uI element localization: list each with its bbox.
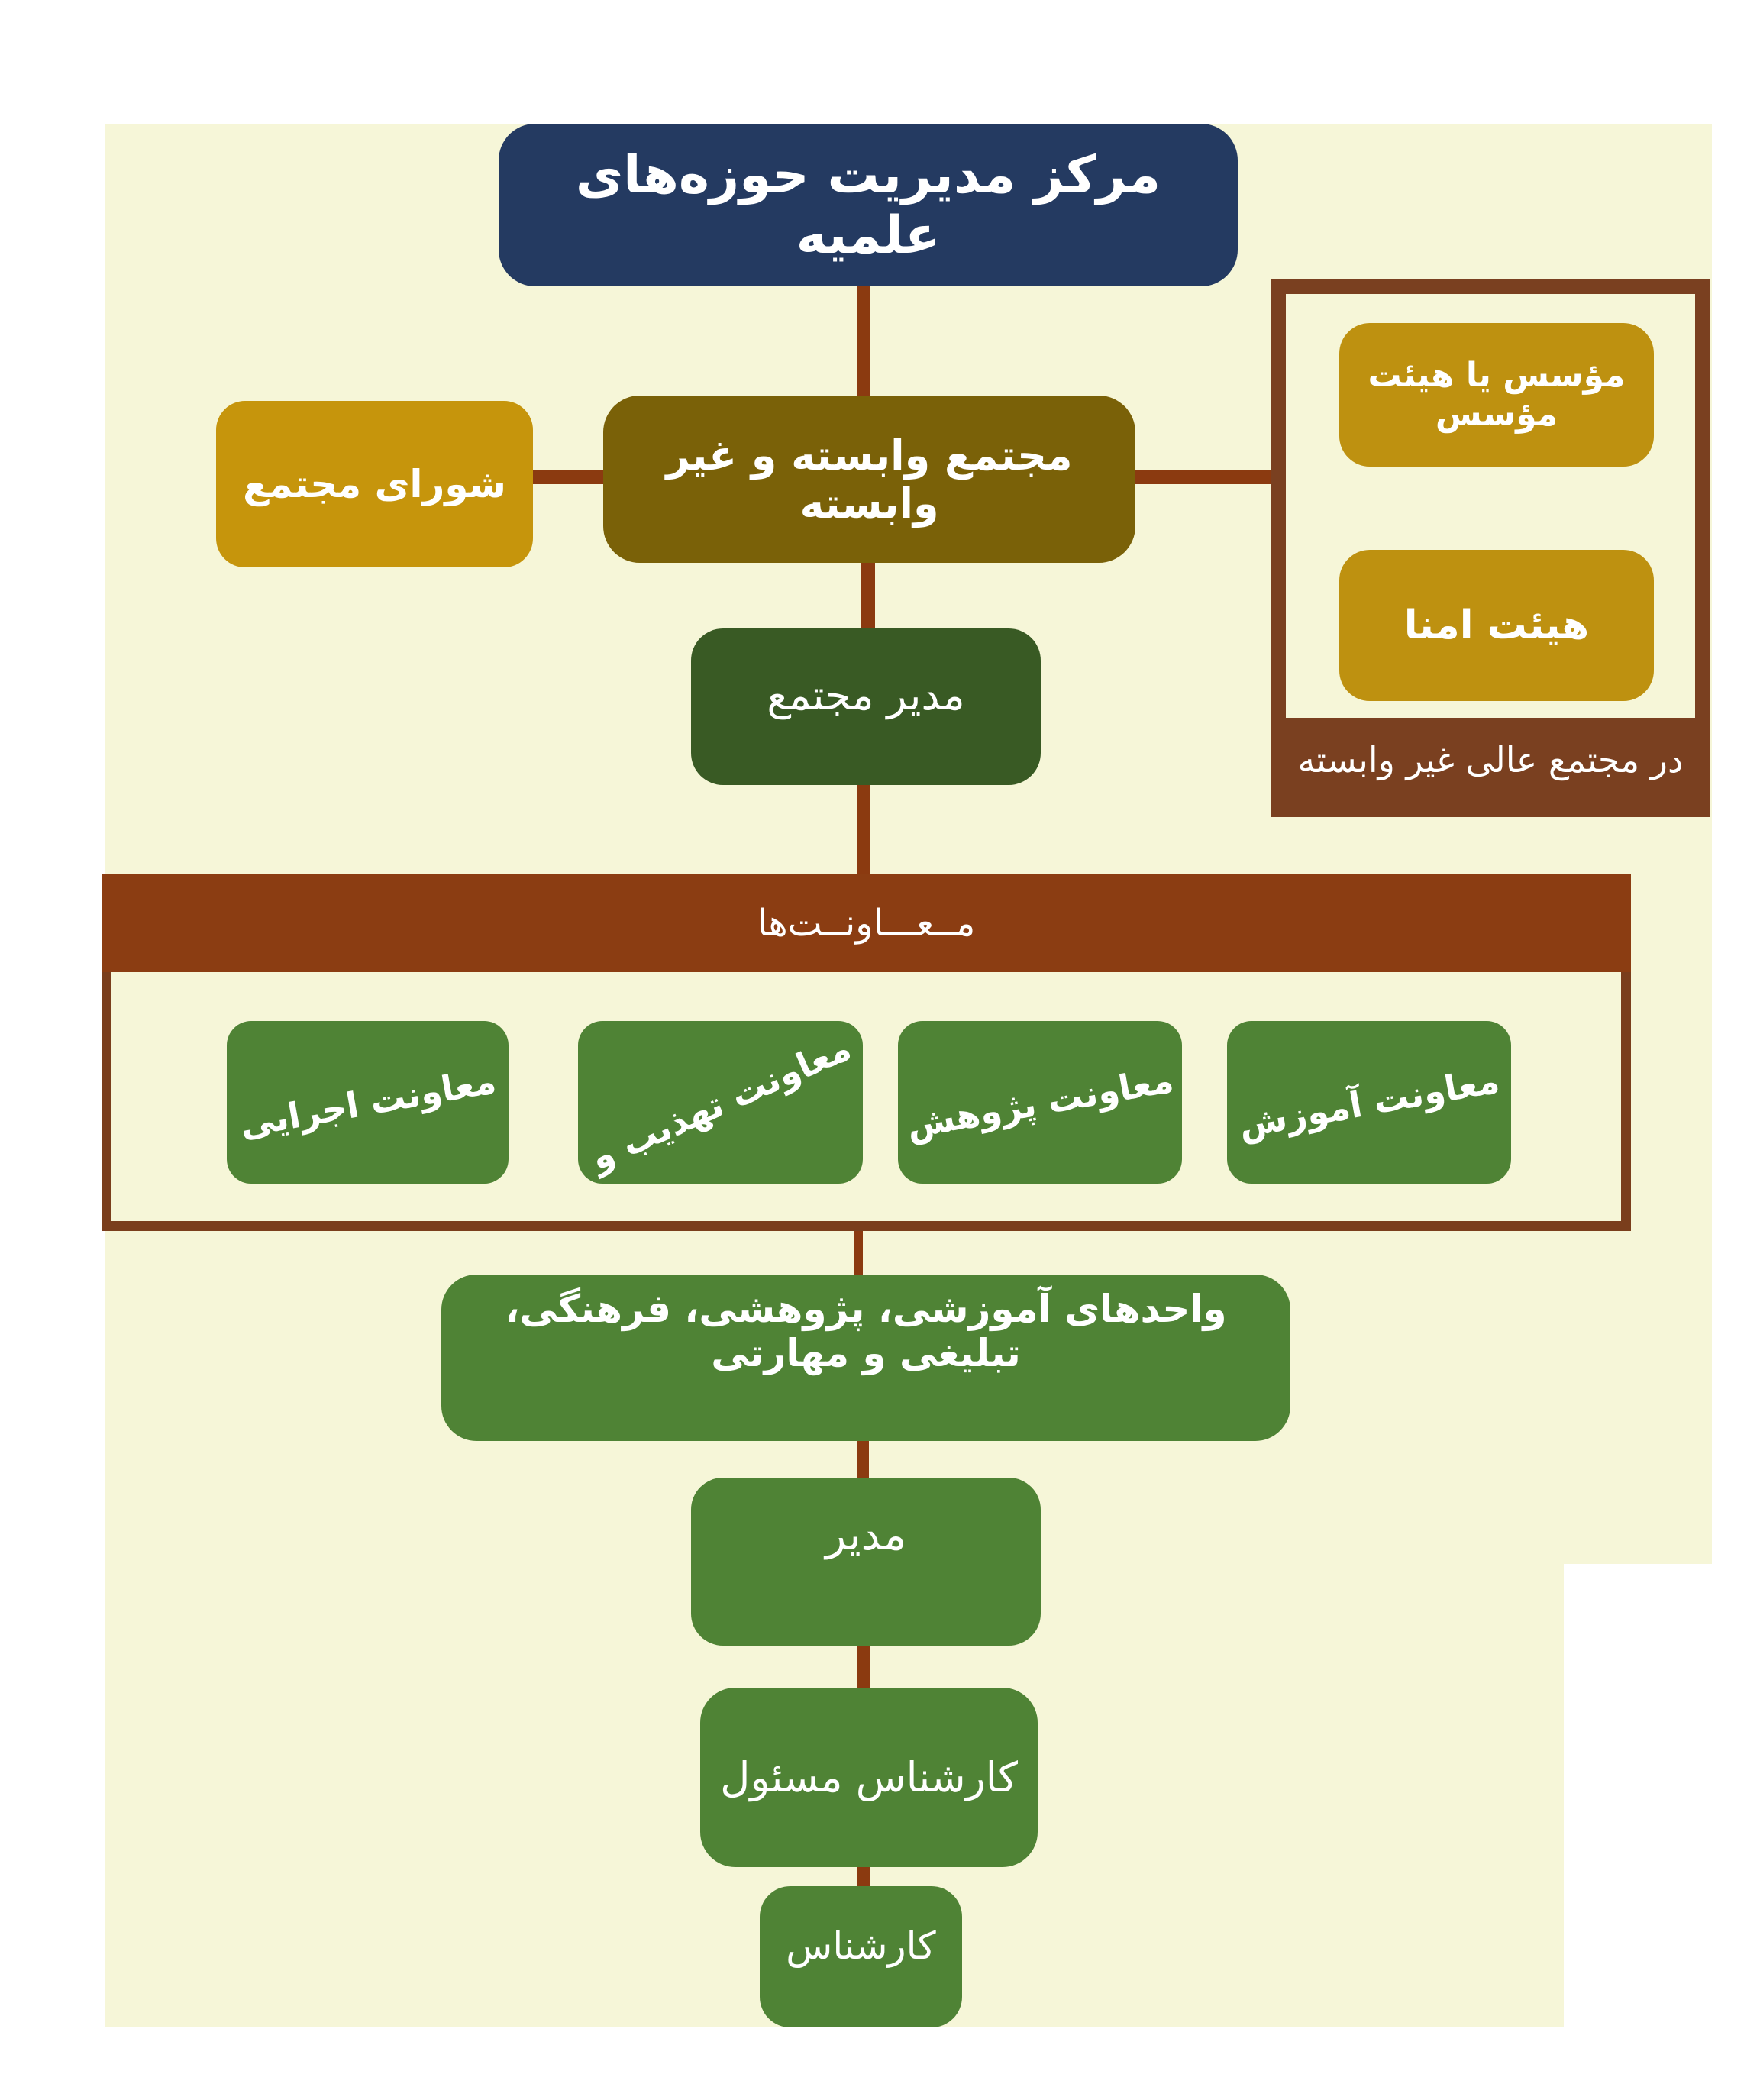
- node-board-of-trustees-label: هیئت امنا: [1403, 603, 1590, 648]
- side-panel-caption: در مجتمع عالی غیر وابسته: [1286, 718, 1695, 802]
- node-deputy-tahzib-label: معاونت تهذیب و: [583, 1026, 857, 1178]
- node-complex-director-label: مدیر مجتمع: [767, 671, 965, 719]
- node-complex-director: مدیر مجتمع: [691, 628, 1041, 785]
- node-manager-label: مدیر: [825, 1510, 906, 1560]
- deputies-banner-label: مــعـــاونــت‌ها: [757, 902, 976, 945]
- connector-container-to-units: [854, 1231, 863, 1275]
- connector-manager-to-senior-expert: [857, 1646, 870, 1688]
- node-units-label: واحدهای آموزشی، پژوهشی، فرهنگی، تبلیغی و…: [505, 1287, 1227, 1375]
- node-center-management: مرکز مدیریت حوزه‌های علمیه: [499, 124, 1238, 286]
- deputies-container: معاونت آموزش معاونت پژوهش معاونت تهذیب و…: [102, 972, 1631, 1231]
- side-panel-caption-label: در مجتمع عالی غیر وابسته: [1297, 739, 1684, 780]
- node-deputy-research-label: معاونت پژوهش: [903, 1058, 1177, 1146]
- node-deputy-research: معاونت پژوهش: [898, 1021, 1182, 1184]
- connector-root-to-complex: [857, 286, 870, 396]
- connector-complex-to-director: [861, 563, 875, 628]
- node-affiliated-complex: مجتمع وابسته و غیر وابسته: [603, 396, 1135, 563]
- node-units: واحدهای آموزشی، پژوهشی، فرهنگی، تبلیغی و…: [441, 1275, 1290, 1441]
- node-founder-board: مؤسس یا هیئت مؤسس: [1339, 323, 1654, 467]
- node-deputy-education-label: معاونت آموزش: [1235, 1058, 1503, 1146]
- node-complex-council: شورای مجتمع: [216, 401, 533, 567]
- node-center-management-label: مرکز مدیریت حوزه‌های علمیه: [575, 144, 1161, 266]
- node-manager: مدیر: [691, 1478, 1041, 1646]
- connector-senior-expert-to-expert: [857, 1867, 870, 1886]
- connector-complex-to-panel: [1135, 470, 1271, 484]
- node-deputy-executive-label: معاونت اجرایی: [236, 1059, 499, 1145]
- deputies-banner: مــعـــاونــت‌ها: [102, 874, 1631, 972]
- node-expert-label: کارشناس: [786, 1923, 936, 1968]
- connector-council-to-complex: [533, 470, 603, 484]
- node-expert: کارشناس: [760, 1886, 962, 2027]
- node-deputy-tahzib: معاونت تهذیب و: [578, 1021, 863, 1184]
- node-founder-board-label: مؤسس یا هیئت مؤسس: [1368, 356, 1626, 434]
- node-affiliated-complex-label: مجتمع وابسته و غیر وابسته: [666, 431, 1073, 528]
- node-deputy-education: معاونت آموزش: [1227, 1021, 1511, 1184]
- node-board-of-trustees: هیئت امنا: [1339, 550, 1654, 701]
- node-complex-council-label: شورای مجتمع: [243, 462, 506, 506]
- connector-units-to-manager: [857, 1441, 869, 1478]
- node-senior-expert-label: کارشناس مسئول: [720, 1753, 1018, 1801]
- side-panel-non-affiliated: مؤسس یا هیئت مؤسس هیئت امنا در مجتمع عال…: [1271, 279, 1710, 817]
- node-deputy-executive: معاونت اجرایی: [227, 1021, 509, 1184]
- connector-director-to-banner: [857, 785, 870, 877]
- node-senior-expert: کارشناس مسئول: [700, 1688, 1038, 1867]
